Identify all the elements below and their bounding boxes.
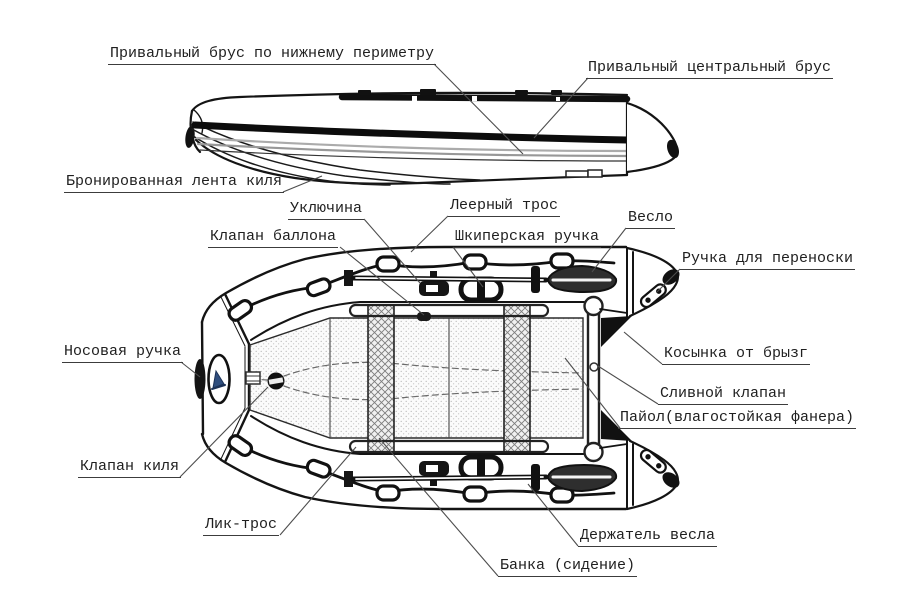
carry-handle-bottom <box>639 448 667 474</box>
leader-grab-rope <box>410 215 449 253</box>
label-seat: Банка (сидение) <box>498 558 638 577</box>
side-stern-cone <box>625 101 679 174</box>
leader-drain-valve <box>597 365 659 405</box>
seat-rear <box>503 304 531 453</box>
bow-handle <box>194 359 206 399</box>
label-keel-guard-strip: Бронированная лента киля <box>64 174 285 193</box>
drain-valve <box>589 362 599 372</box>
leader-rub-rail-central <box>533 77 589 139</box>
leader-rub-rail-lower <box>433 63 524 155</box>
side-hull-bottom-edge <box>194 138 629 185</box>
keel-valve <box>245 371 285 390</box>
skipper-handle-top <box>458 276 504 303</box>
rub-rail-lower-stripes <box>195 136 629 162</box>
side-hull-top-edge <box>190 91 629 113</box>
leader-seat <box>378 437 499 577</box>
label-tube-valve: Клапан баллона <box>208 229 339 248</box>
tube-outer-bottom <box>200 432 628 511</box>
leader-floor-board <box>564 357 621 429</box>
leader-keel-guard <box>282 175 323 193</box>
side-cone-cap <box>667 139 679 159</box>
floor-section-lines <box>329 318 450 438</box>
tube-inner-bottom <box>250 415 585 455</box>
top-view <box>194 245 680 511</box>
oar-bottom <box>344 464 618 493</box>
leader-tube-valve <box>339 246 425 316</box>
label-bow-handle: Носовая ручка <box>62 344 184 363</box>
tube-outer-top <box>200 245 628 324</box>
side-bow-curl <box>193 109 204 134</box>
label-rub-rail-central: Привальный центральный брус <box>586 60 834 79</box>
side-bow-cap <box>185 126 195 148</box>
side-view <box>185 89 679 186</box>
leader-oar-holder <box>527 483 579 547</box>
label-rub-rail-lower: Привальный брус по нижнему периметру <box>108 46 437 65</box>
label-floor-board: Пайол(влагостойкая фанера) <box>618 410 857 429</box>
bow-nose-edge <box>200 320 205 436</box>
label-oar-holder: Держатель весла <box>578 528 718 547</box>
skipper-handle-bottom <box>458 454 504 481</box>
floor-board <box>249 317 584 439</box>
label-keel-valve: Клапан киля <box>78 459 182 478</box>
rowlock-top <box>419 271 449 296</box>
leader-keel-valve <box>179 386 269 478</box>
label-grab-rope: Леерный трос <box>448 198 561 217</box>
oar-holder-top <box>531 266 540 293</box>
stern-cone-bottom <box>625 439 680 511</box>
stern-cone-top <box>625 246 680 318</box>
rope-guides <box>227 252 575 504</box>
label-oar: Весло <box>626 210 676 229</box>
leader-rowlock <box>363 218 421 284</box>
label-drain-valve: Сливной клапан <box>658 386 789 405</box>
leader-oar <box>591 227 627 273</box>
liktros-rail-bottom <box>348 439 550 454</box>
rub-rail-central-stripe <box>191 121 631 144</box>
label-liktros: Лик-трос <box>203 517 280 536</box>
spray-gusset-top <box>601 316 632 347</box>
label-carry-handle: Ручка для переноски <box>680 251 856 270</box>
leader-skipper-handle <box>452 246 484 288</box>
seat-front <box>367 304 395 453</box>
liktros-rail-top <box>348 303 550 318</box>
stern-cone-bottom-cap <box>662 472 680 488</box>
leader-spray-gusset <box>623 331 663 365</box>
transom <box>583 295 604 463</box>
tube-inner-top <box>250 301 585 341</box>
leader-lines <box>179 63 681 577</box>
oar-top <box>344 264 618 293</box>
spray-gusset-bottom <box>601 410 632 441</box>
rowlock-bottom <box>419 461 449 486</box>
leader-bow-handle <box>180 361 201 378</box>
tube-valve <box>417 312 431 321</box>
side-keel-strip-end <box>565 169 603 178</box>
label-skipper-handle: Шкиперская ручка <box>453 229 602 248</box>
leader-liktros <box>279 446 357 536</box>
leader-carry-handle <box>656 268 681 293</box>
side-top-rail-fittings <box>358 89 562 101</box>
side-top-rail <box>338 93 631 103</box>
label-spray-gusset: Косынка от брызг <box>662 346 811 365</box>
sail-logo-icon <box>211 369 226 390</box>
label-rowlock: Уключина <box>288 201 365 220</box>
oar-holder-bottom <box>531 464 540 491</box>
